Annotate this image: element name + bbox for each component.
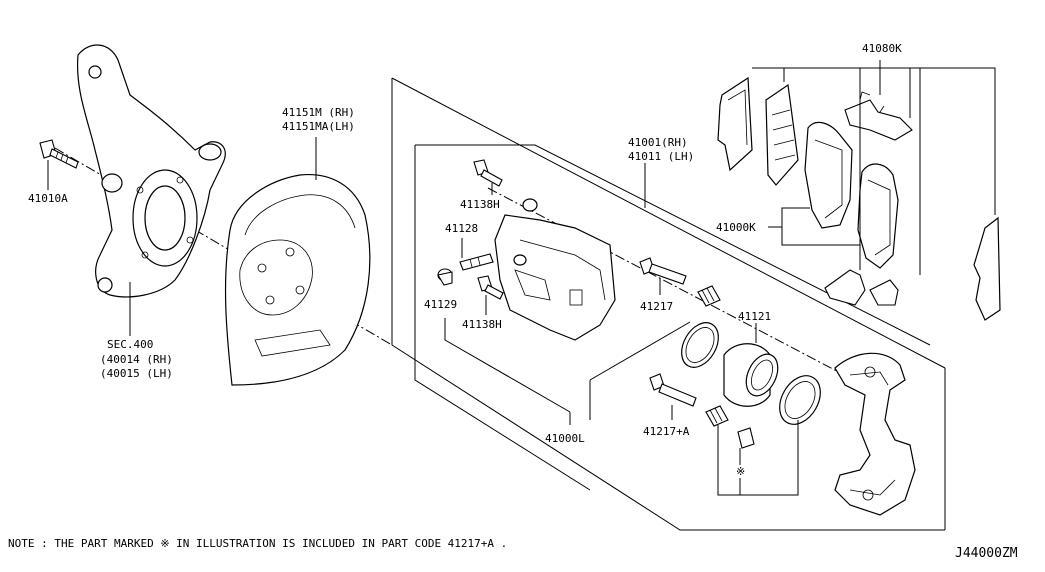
piston — [723, 343, 779, 407]
brake-pad-outer — [804, 121, 853, 229]
spare-shim — [973, 216, 1001, 321]
label-41129: 41129 — [424, 298, 457, 311]
wear-indicator-set — [844, 91, 913, 141]
caliper-bolt-upper — [473, 159, 503, 187]
piston-seal — [681, 322, 719, 368]
label-41217A: 41217+A — [643, 425, 690, 438]
center-axis-right — [487, 187, 851, 379]
pad-shim-outer — [717, 76, 753, 172]
label-41151M: 41151M (RH) — [282, 106, 355, 119]
bleeder-screw — [459, 253, 494, 271]
piston-kit-lines — [717, 420, 799, 496]
caliper-frame-top — [391, 77, 946, 369]
leader-41000L-left — [444, 318, 571, 413]
pad-shim-inner — [765, 83, 799, 186]
piston-boot — [779, 375, 821, 425]
boot-lower — [705, 405, 729, 427]
piston-kit-bracket-top — [589, 321, 691, 381]
label-41010A: 41010A — [28, 192, 68, 205]
knuckle-bolt — [39, 139, 79, 169]
label-41138H-lower: 41138H — [462, 318, 502, 331]
steering-knuckle — [76, 44, 226, 298]
label-41000K: 41000K — [716, 221, 756, 234]
label-41121: 41121 — [738, 310, 771, 323]
caliper-body-frame — [415, 144, 931, 346]
slide-pin-lower — [649, 373, 697, 407]
label-40014: (40014 (RH) — [100, 353, 173, 366]
caliper-frame-bottom — [391, 344, 945, 531]
label-sec400: SEC.400 — [107, 338, 153, 351]
label-41151MA: 41151MA(LH) — [282, 120, 355, 133]
label-41001: 41001(RH) — [628, 136, 688, 149]
caliper-body-frame-left — [414, 145, 591, 491]
label-41080K: 41080K — [862, 42, 902, 55]
sleeve — [737, 427, 755, 449]
caliper-body — [494, 198, 616, 341]
label-41011: 41011 (LH) — [628, 150, 694, 163]
boot-upper — [697, 285, 721, 307]
diagram-code: J44000ZM — [955, 546, 1018, 561]
pad-retainer-lower — [824, 269, 899, 306]
label-41217: 41217 — [640, 300, 673, 313]
slide-pin-upper — [639, 257, 687, 285]
footer-note: NOTE : THE PART MARKED ※ IN ILLUSTRATION… — [8, 537, 507, 550]
caliper-bracket — [834, 352, 916, 516]
brake-pad-inner — [857, 163, 899, 269]
marked-symbol: ※ — [736, 465, 745, 478]
pad-kit-bracket-top — [752, 67, 996, 215]
splash-shield — [224, 173, 371, 386]
caliper-bolt-lower — [477, 275, 504, 300]
label-41000L: 41000L — [545, 432, 585, 445]
label-40015: (40015 (LH) — [100, 367, 173, 380]
label-41128: 41128 — [445, 222, 478, 235]
bleeder-cap — [437, 268, 453, 286]
label-41138H-upper: 41138H — [460, 198, 500, 211]
